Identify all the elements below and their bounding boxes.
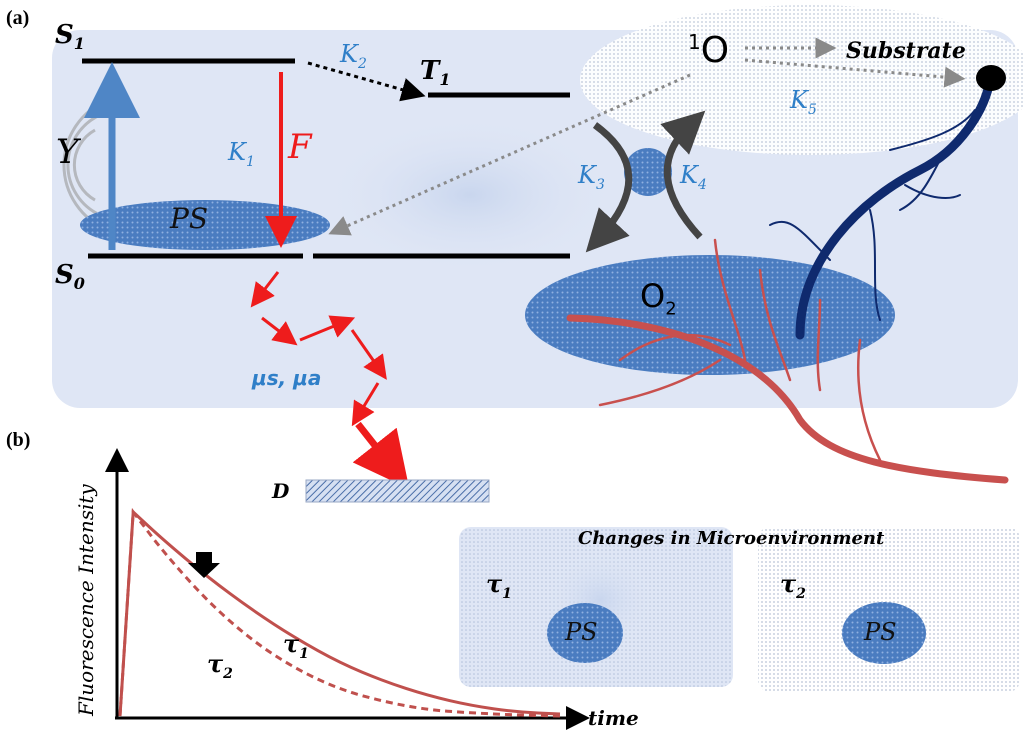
- ps-label: PS: [170, 202, 209, 235]
- k3-label: K3: [578, 161, 605, 193]
- isc-arrow: [307, 61, 426, 102]
- micro-ps-blob-tau2: [842, 602, 926, 664]
- fluorescence-label: F: [288, 127, 312, 167]
- detector-bar: [305, 479, 490, 503]
- panel-b-label: (b): [6, 429, 31, 451]
- x-axis-label: time: [588, 706, 639, 730]
- s1-label: S1: [55, 20, 85, 54]
- substrate-label: Substrate: [846, 38, 966, 64]
- k1-label: K1: [228, 138, 255, 170]
- s0-label: S0: [55, 260, 85, 294]
- micro-ps-label-tau1: PS: [565, 618, 598, 646]
- exchange-arrow-right: [660, 110, 706, 240]
- micro-tau2-label: τ2: [780, 569, 806, 602]
- exchange-arrow-left: [585, 122, 633, 253]
- curve-tau1-label: τ1: [283, 629, 309, 662]
- blue-vessels: [769, 75, 995, 340]
- o2-label: O2: [640, 277, 677, 320]
- t1-label: T1: [420, 56, 451, 90]
- quench-arrow: [328, 73, 691, 236]
- vessel-node: [976, 65, 1006, 91]
- o2-blob: [525, 255, 895, 375]
- k2-label: K2: [340, 40, 367, 72]
- detector-label: D: [272, 479, 290, 503]
- panel-a-label: (a): [6, 7, 30, 29]
- micro-ps-label-tau2: PS: [864, 618, 897, 646]
- micro-title: Changes in Microenvironment: [578, 528, 885, 549]
- k4-label: K4: [680, 161, 707, 193]
- micro-ps-blob-tau1: [547, 603, 623, 663]
- decay-down-arrow: [188, 552, 220, 578]
- chart-series-group: [118, 507, 561, 718]
- decay-curve-2: [118, 507, 561, 718]
- k5-label: K5: [790, 86, 817, 118]
- decay-curve-1: [118, 508, 561, 717]
- excitation-label: Y: [56, 132, 79, 172]
- substrate-arrow-k5: [744, 58, 966, 88]
- y-axis-label: Fluorescence Intensity: [74, 484, 98, 716]
- micro-tau1-label: τ1: [486, 569, 512, 602]
- singlet-oxygen-cloud: [580, 5, 1024, 155]
- scattering-label: μs, μa: [252, 366, 322, 390]
- curve-tau2-label: τ2: [207, 649, 233, 682]
- exchange-blob: [624, 148, 672, 196]
- red-vessels: [566, 238, 1009, 484]
- photon-path: [250, 271, 410, 489]
- central-glow: [320, 115, 620, 275]
- singlet-oxygen-label: 1O: [688, 30, 730, 71]
